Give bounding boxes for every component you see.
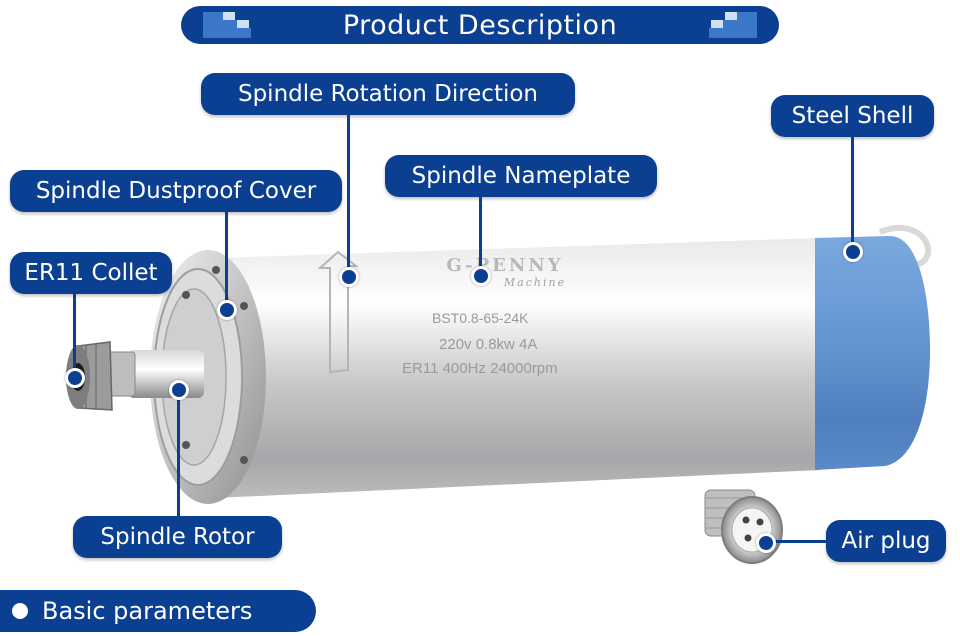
- nameplate-brand: G-PENNY: [446, 255, 564, 276]
- callout-line: [479, 197, 482, 275]
- nameplate-spec: ER11 400Hz 24000rpm: [402, 360, 558, 377]
- callout-dot: [169, 380, 189, 400]
- callout-rotor: Spindle Rotor: [73, 516, 282, 558]
- callout-label: Spindle Rotation Direction: [237, 81, 539, 107]
- nameplate: G-PENNY Machine: [385, 255, 625, 289]
- callout-line: [764, 540, 826, 543]
- stair-decoration-icon: [709, 12, 757, 38]
- callout-dot: [471, 266, 491, 286]
- callout-dot: [756, 533, 776, 553]
- callout-air-plug: Air plug: [826, 520, 946, 562]
- callout-label: Spindle Dustproof Cover: [35, 178, 317, 204]
- nameplate-subtitle: Machine: [503, 276, 567, 289]
- bullet-icon: [12, 603, 28, 619]
- basic-parameters-label: Basic parameters: [42, 597, 253, 625]
- nameplate-power: 220v 0.8kw 4A: [439, 336, 538, 353]
- callout-collet: ER11 Collet: [10, 252, 172, 294]
- product-description-banner: Product Description: [181, 6, 779, 44]
- callout-line: [225, 212, 228, 308]
- callout-line: [177, 388, 180, 516]
- callout-label: ER11 Collet: [24, 260, 158, 286]
- nameplate-model: BST0.8-65-24K: [432, 310, 529, 326]
- callout-label: Steel Shell: [791, 103, 914, 129]
- callout-line: [851, 137, 854, 249]
- callout-label: Spindle Nameplate: [411, 163, 631, 189]
- callout-rotation-direction: Spindle Rotation Direction: [201, 73, 575, 115]
- callout-dot: [65, 368, 85, 388]
- callout-line: [73, 294, 76, 376]
- callout-label: Spindle Rotor: [100, 524, 255, 550]
- callout-line: [347, 115, 350, 275]
- callout-dot: [843, 242, 863, 262]
- callout-nameplate: Spindle Nameplate: [385, 155, 657, 197]
- callout-label: Air plug: [841, 528, 931, 554]
- callout-dot: [217, 300, 237, 320]
- callout-dot: [339, 267, 359, 287]
- callout-dustproof-cover: Spindle Dustproof Cover: [10, 170, 342, 212]
- page-title: Product Description: [342, 9, 618, 41]
- stair-decoration-icon: [203, 12, 251, 38]
- basic-parameters-heading: Basic parameters: [0, 590, 316, 632]
- callout-steel-shell: Steel Shell: [771, 95, 934, 137]
